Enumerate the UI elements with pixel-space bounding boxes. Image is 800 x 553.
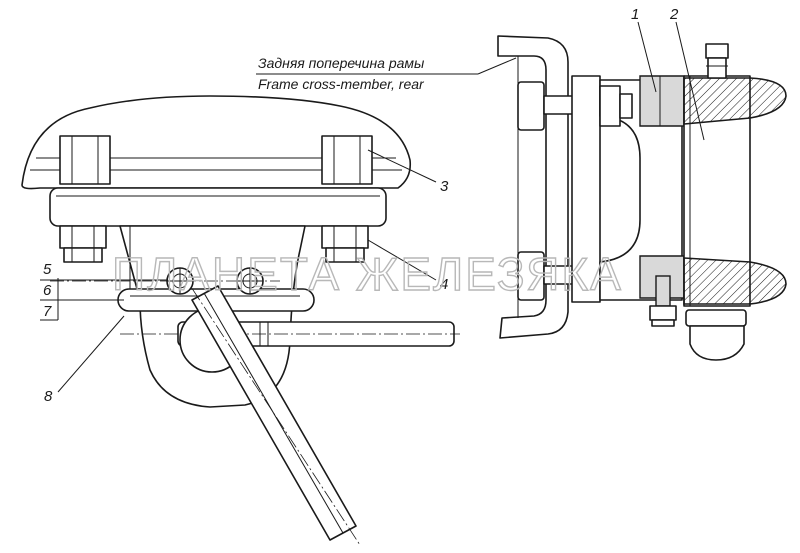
caption-en: Frame cross-member, rear <box>258 76 425 92</box>
left-view-tow-hook <box>21 95 460 546</box>
right-view-section <box>497 21 787 361</box>
hatched-section-upper <box>683 77 787 125</box>
part-1-wedge <box>639 75 685 127</box>
callouts: 1 2 3 4 5 6 7 8 <box>40 6 679 405</box>
lower-nut-left <box>59 225 107 263</box>
dome-plate <box>21 95 412 190</box>
cross-plate <box>49 187 387 227</box>
diagonal-lever <box>179 269 361 546</box>
flange-plate <box>571 75 601 303</box>
watermark: ПЛАНЕТА ЖЕЛЕЗЯКА <box>112 248 623 300</box>
callout-8: 8 <box>44 388 53 405</box>
bolt-head-upper <box>517 81 545 131</box>
top-knob <box>705 43 729 79</box>
callout-7: 7 <box>43 303 52 320</box>
caption-block: Задняя поперечина рамы Frame cross-membe… <box>256 55 517 92</box>
callout-4: 4 <box>440 276 448 293</box>
top-nut-right <box>321 135 373 185</box>
callout-3: 3 <box>440 178 449 195</box>
callout-2: 2 <box>669 6 679 23</box>
hatched-section-lower <box>683 257 787 305</box>
top-nut-left <box>59 135 111 185</box>
lower-nut-right <box>321 225 369 263</box>
callout-6: 6 <box>43 282 52 299</box>
callout-1: 1 <box>631 6 639 23</box>
caption-ru: Задняя поперечина рамы <box>258 55 425 71</box>
callout-5: 5 <box>43 261 52 278</box>
bottom-fittings <box>649 275 747 361</box>
